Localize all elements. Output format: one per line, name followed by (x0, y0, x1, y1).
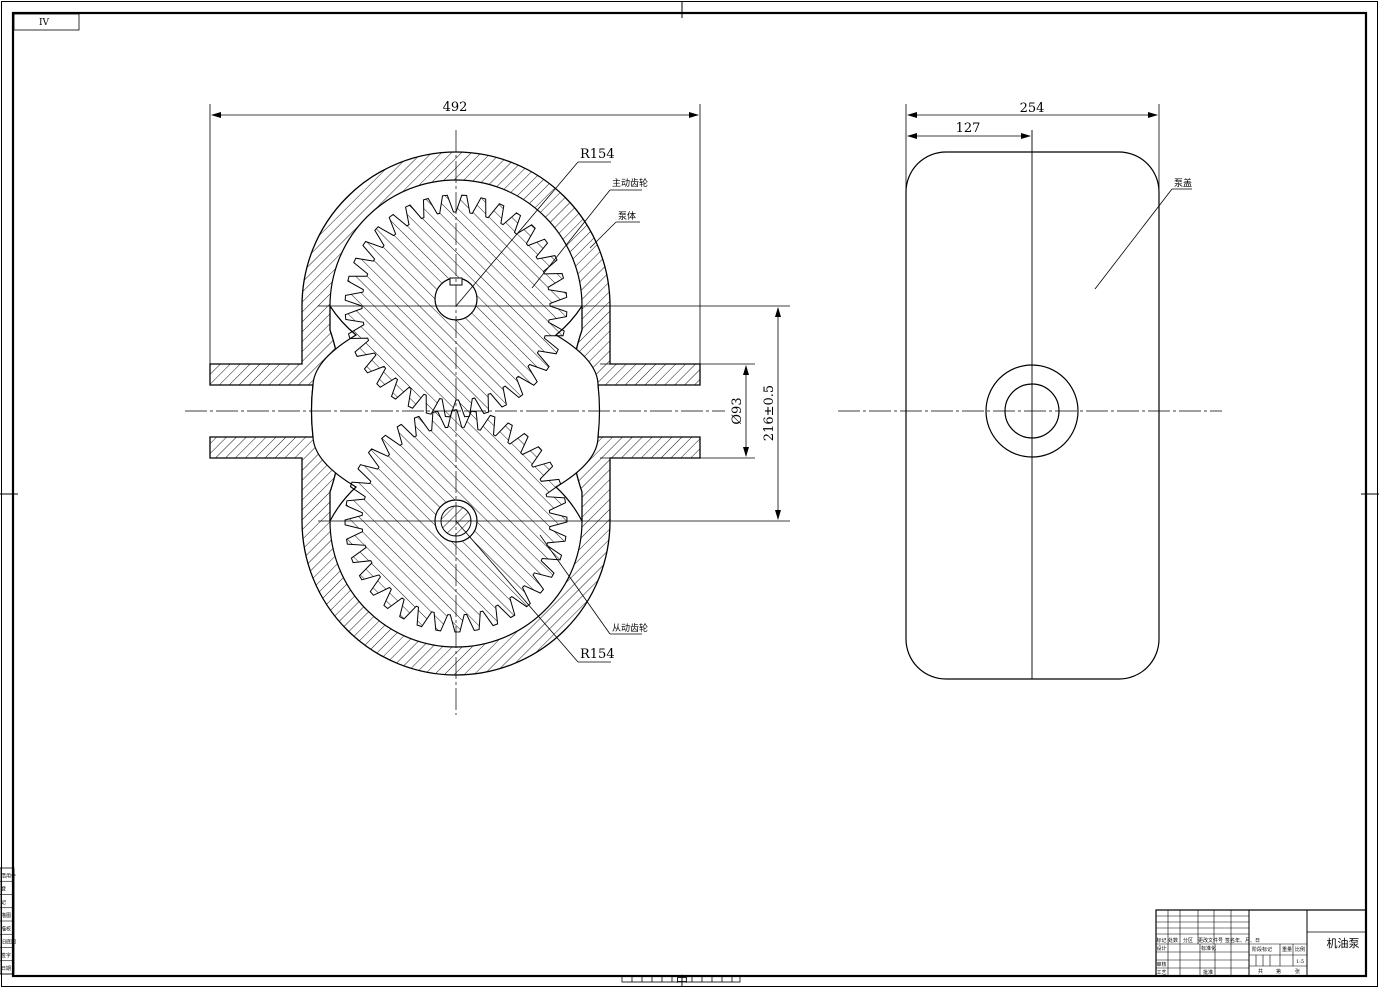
cover-boss-outer (985, 364, 1079, 458)
radius-top-text: R154 (580, 147, 615, 162)
left-strip-label: 签字 (1, 952, 11, 959)
dimension-492 (209, 104, 701, 364)
tb-approve: 批准 (1203, 969, 1213, 976)
label-pump-cover: 泵盖 (1174, 177, 1192, 189)
label-drive-gear-leader (531, 189, 642, 289)
dimension-254-text: 254 (1020, 101, 1045, 116)
left-strip-label: 描图 (1, 912, 11, 919)
left-strip-label: 登 (1, 886, 6, 893)
left-strip-label: 旧底图 (1, 939, 16, 946)
left-strip-label: 日期 (1, 966, 11, 972)
tb-ratio: 比例 (1295, 946, 1305, 953)
tb-count: 处数 (1168, 937, 1178, 944)
scale-value: 1:5 (1296, 959, 1304, 965)
tb-signature: 签名 (1225, 937, 1235, 944)
tb-date: 年、月、日 (1235, 937, 1260, 944)
tb-sheet-word: 第 (1276, 968, 1281, 975)
tb-review: 审核 (1157, 961, 1167, 968)
dimension-center-distance-text: 216±0.5 (762, 385, 777, 441)
pump-cover-outline (905, 151, 1160, 680)
label-pump-cover-leader (1094, 188, 1192, 290)
zone-label: IV (39, 18, 50, 28)
gear-center-lines (318, 305, 790, 522)
center-scale-bar: 中 (621, 973, 741, 988)
tb-zone: 分区 (1183, 937, 1193, 944)
left-strip-label: 描校 (1, 925, 11, 932)
dimension-127-text: 127 (956, 121, 981, 136)
tb-mark: 标记 (1157, 937, 1167, 944)
dimension-492-text: 492 (443, 100, 468, 115)
label-pump-body: 泵体 (618, 210, 636, 222)
label-drive-gear: 主动齿轮 (612, 177, 648, 189)
radius-top-leader (455, 161, 611, 307)
label-driven-gear: 从动齿轮 (612, 622, 648, 634)
label-driven-gear-leader (539, 534, 642, 635)
drawing-title: 机油泵 (1327, 936, 1360, 950)
tb-stage-mark: 阶段标记 (1252, 946, 1272, 953)
side-view: 254 127 泵盖 (838, 101, 1222, 680)
left-strip-label: 记 (1, 899, 6, 906)
cover-boss-inner (1004, 383, 1060, 439)
tb-total: 共 (1258, 968, 1263, 975)
tb-standardization: 标准化 (1201, 945, 1216, 952)
title-block: 机油泵 1:5 标记 处数 分区 更改文件号 签名 年、月、日 设计 标准化 审… (1155, 909, 1367, 977)
front-view: 492 Ø93 216±0.5 R154 R154 主动齿轮 (185, 100, 790, 715)
radius-bottom-text: R154 (580, 647, 615, 662)
left-strip-label: 借用件 (1, 872, 16, 879)
label-pump-body-leader (589, 221, 640, 249)
zone-label-box: IV (13, 13, 80, 31)
tb-process: 工艺 (1157, 970, 1167, 976)
tb-sheets: 张 (1295, 968, 1300, 975)
tb-change-doc: 更改文件号 (1198, 937, 1223, 944)
dimension-bore-text: Ø93 (730, 397, 745, 424)
radius-bottom-leader (455, 520, 611, 663)
front-center-lines (185, 130, 725, 715)
tb-design: 设计 (1157, 945, 1167, 952)
dimension-254 (905, 104, 1160, 220)
tb-weight: 重量 (1282, 946, 1292, 953)
center-mark: 中 (676, 973, 688, 988)
